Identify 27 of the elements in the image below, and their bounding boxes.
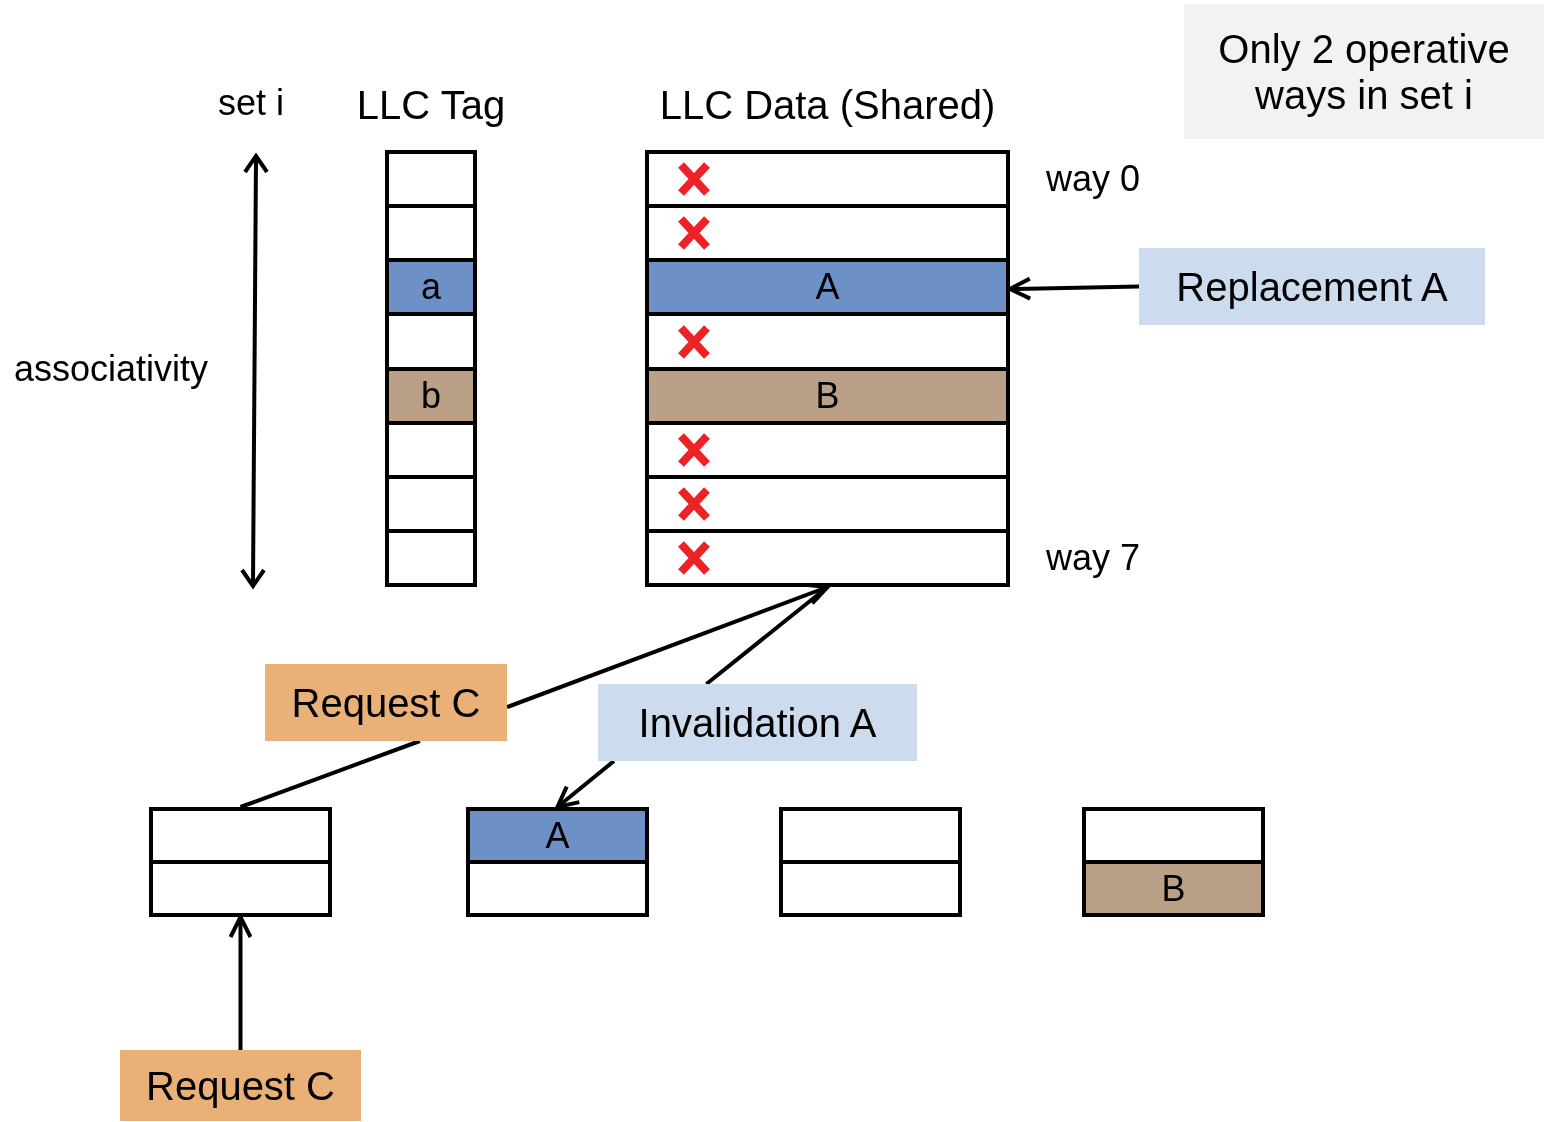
way-label: way 0 xyxy=(1046,158,1141,200)
column-heading: LLC Data (Shared) xyxy=(659,82,996,128)
arrow xyxy=(555,759,616,809)
cache-block xyxy=(1082,807,1265,917)
cache-block xyxy=(149,807,332,917)
line-tag: B xyxy=(805,375,850,417)
callout-box xyxy=(265,664,507,741)
callout-box xyxy=(120,1050,361,1121)
line-tag: A xyxy=(535,814,580,857)
line-tag: a xyxy=(411,266,451,308)
callout-text: Invalidation A xyxy=(637,699,878,746)
set-label: set i xyxy=(218,82,285,124)
callout-text: Replacement A xyxy=(1175,263,1449,310)
callout-box xyxy=(1139,248,1485,325)
arrow xyxy=(228,915,253,1050)
line-tag: B xyxy=(1151,867,1196,910)
line-tag: b xyxy=(411,375,451,417)
callout-text: Request C xyxy=(290,679,482,726)
way-label: way 7 xyxy=(1046,537,1141,579)
axis-label: associativity xyxy=(14,348,209,390)
cache-block xyxy=(466,807,649,917)
cache-block xyxy=(779,807,962,917)
callout-text: Only 2 operative ways in set i xyxy=(1217,25,1511,118)
callout-box xyxy=(598,684,917,761)
callout-text: Request C xyxy=(145,1062,336,1109)
column-heading: LLC Tag xyxy=(356,82,506,128)
line-tag: A xyxy=(805,266,850,308)
